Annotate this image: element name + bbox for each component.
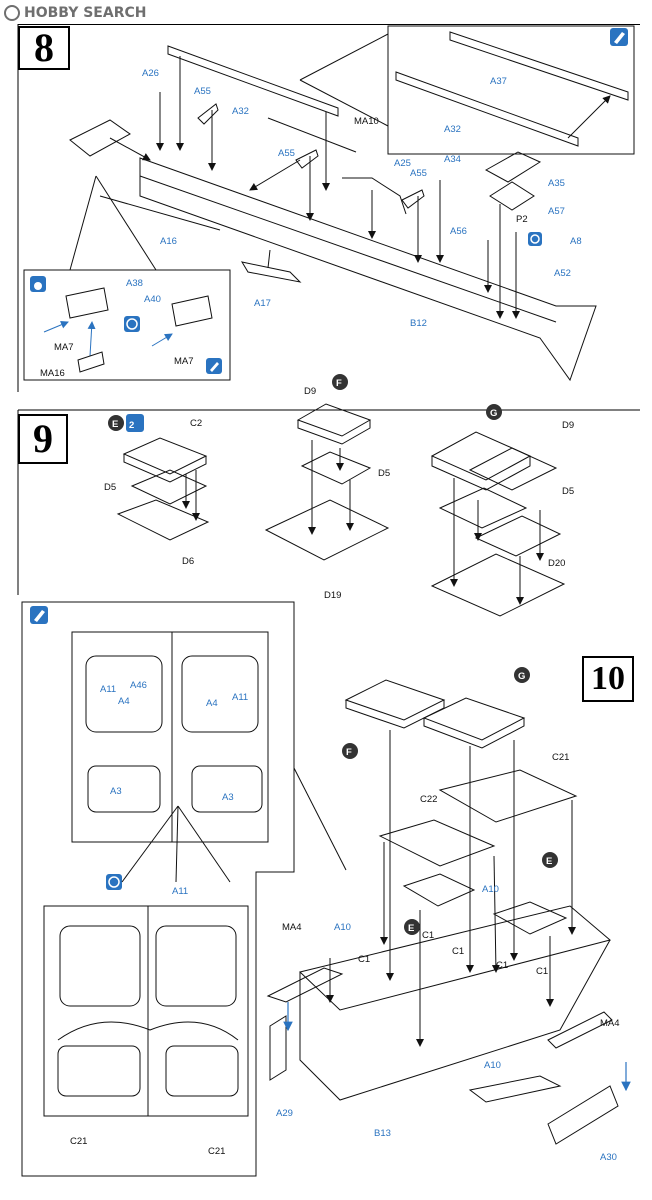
label-a56: A56 [450,226,467,237]
glue-icon [30,276,46,292]
label-a3-2: A3 [222,792,234,803]
label-d5-f: D5 [378,468,390,479]
label-c22: C22 [420,794,437,805]
label-d9-g: D9 [562,420,574,431]
step-number-8: 8 [18,26,70,70]
label-d9-f: D9 [304,386,316,397]
label-a55-1: A55 [194,86,211,97]
label-c2: C2 [190,418,202,429]
paint-icon [30,606,48,624]
label-a30: A30 [600,1152,617,1163]
step10-main-diagram [266,679,619,1145]
svg-text:E: E [546,856,552,867]
label-a10-2: A10 [334,922,351,933]
label-a35: A35 [548,178,565,189]
marker-f-step9: F [332,374,348,390]
label-c1-2: C1 [422,930,434,941]
marker-g-step9: G [486,404,502,420]
svg-text:E: E [408,923,414,934]
svg-text:G: G [490,408,497,419]
svg-text:F: F [346,747,352,758]
label-a32: A32 [232,106,249,117]
marker-f-step10: F [342,743,358,759]
step8-inset-bottom [23,269,231,381]
label-a17: A17 [254,298,271,309]
label-ma16: MA16 [40,368,65,379]
label-c1-5: C1 [536,966,548,977]
svg-text:F: F [336,378,342,389]
paint-icon [206,358,222,374]
label-a46: A46 [130,680,147,691]
label-ma7-1: MA7 [54,342,74,353]
label-c21-main: C21 [552,752,569,763]
label-a25: A25 [394,158,411,169]
label-ma7-2: MA7 [174,356,194,367]
label-d5-g: D5 [562,486,574,497]
label-b13: B13 [374,1128,391,1139]
svg-text:G: G [518,671,525,682]
paint-icon [610,28,628,46]
label-b12: B12 [410,318,427,329]
step9-diagram [116,403,566,617]
marker-e-step10-1: E [542,852,558,868]
label-a55-3: A55 [410,168,427,179]
label-a11-2: A11 [232,692,248,703]
label-a52: A52 [554,268,571,279]
label-c1-4: C1 [496,960,508,971]
label-a10-1: A10 [482,884,499,895]
label-a16: A16 [160,236,177,247]
label-a26: A26 [142,68,159,79]
marker-e-step9: E [108,415,124,431]
either-side-icon [124,316,140,332]
label-a57: A57 [548,206,565,217]
label-a29: A29 [276,1108,293,1119]
step8-top-rule [18,24,640,25]
label-ma4-1: MA4 [282,922,302,933]
label-c21-2: C21 [208,1146,225,1157]
step8-inset-top [387,25,635,155]
label-ma10: MA10 [354,116,379,127]
repeat-count: 2 [129,420,134,431]
step8-diagram [23,25,635,382]
label-ma4-2: MA4 [600,1018,620,1029]
label-c21-1: C21 [70,1136,87,1147]
step-number-10: 10 [582,656,634,702]
svg-text:E: E [112,419,118,430]
label-a55-2: A55 [278,148,295,159]
label-a37: A37 [490,76,507,87]
label-a11-1: A11 [100,684,116,695]
label-p2: P2 [516,214,528,225]
repeat-x2-icon: 2 [126,414,144,432]
either-side-icon [106,874,122,890]
label-a32-inset: A32 [444,124,461,135]
label-a4-1: A4 [118,696,130,707]
watermark: HOBBY SEARCH [4,4,146,22]
label-c1-1: C1 [358,954,370,965]
label-a34: A34 [444,154,461,165]
label-d5-e: D5 [104,482,116,493]
step10-detail-panel [21,601,295,1177]
label-d6: D6 [182,556,194,567]
either-side-icon [528,232,542,246]
label-d20: D20 [548,558,565,569]
label-a11-3: A11 [172,886,188,897]
step-number-9: 9 [18,414,68,464]
label-a3-1: A3 [110,786,122,797]
label-a10-3: A10 [484,1060,501,1071]
label-a38: A38 [126,278,143,289]
watermark-text: HOBBY SEARCH [24,5,147,21]
marker-g-step10: G [514,667,530,683]
label-a8: A8 [570,236,582,247]
logo-icon [4,5,20,21]
detail-hatch-drawings [43,631,269,1117]
label-a40: A40 [144,294,161,305]
marker-e-step10-2: E [404,919,420,935]
label-d19: D19 [324,590,341,601]
label-a4-2: A4 [206,698,218,709]
label-c1-3: C1 [452,946,464,957]
